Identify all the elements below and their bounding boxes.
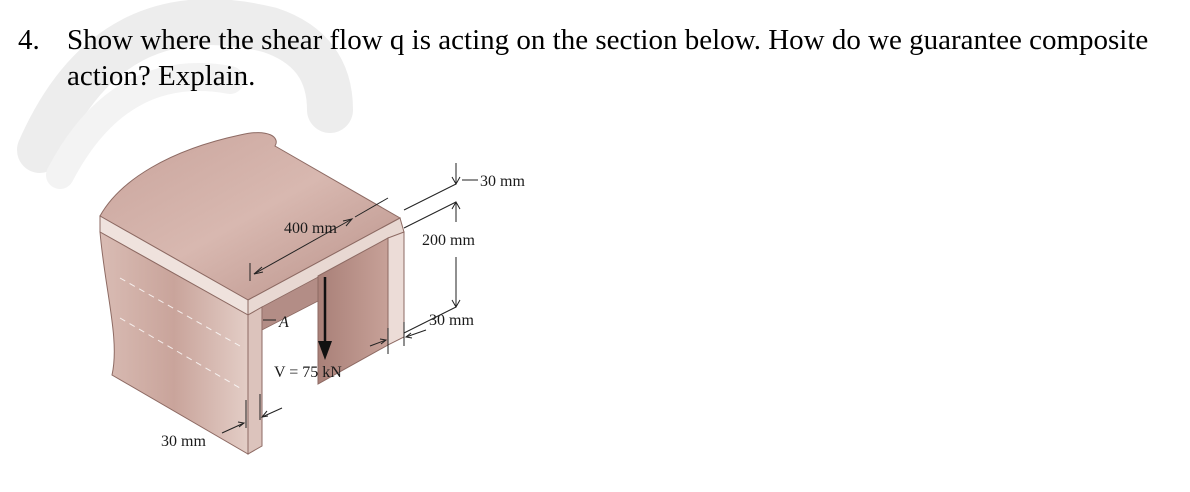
dimension-right-stack: [403, 163, 478, 334]
left-web: [99, 231, 249, 455]
left-web-edge: [247, 306, 263, 455]
dimension-right-web-ticks: [369, 322, 427, 354]
label-web-height: 200 mm: [422, 232, 475, 249]
label-point-a: A: [278, 314, 289, 331]
question-number: 4.: [18, 24, 40, 56]
label-shear-force: V = 75 kN: [274, 364, 342, 381]
label-flange-thickness: 30 mm: [480, 173, 525, 190]
right-web-front-edge: [387, 231, 405, 346]
shear-force-arrow: [318, 277, 332, 360]
label-flange-width: 400 mm: [284, 220, 337, 237]
label-right-web-thickness: 30 mm: [429, 312, 474, 329]
dimension-left-web-ticks: [221, 394, 283, 434]
label-left-web-thickness: 30 mm: [161, 433, 206, 450]
question-text: Show where the shear flow q is acting on…: [67, 24, 1149, 92]
dimension-400: [249, 197, 389, 281]
